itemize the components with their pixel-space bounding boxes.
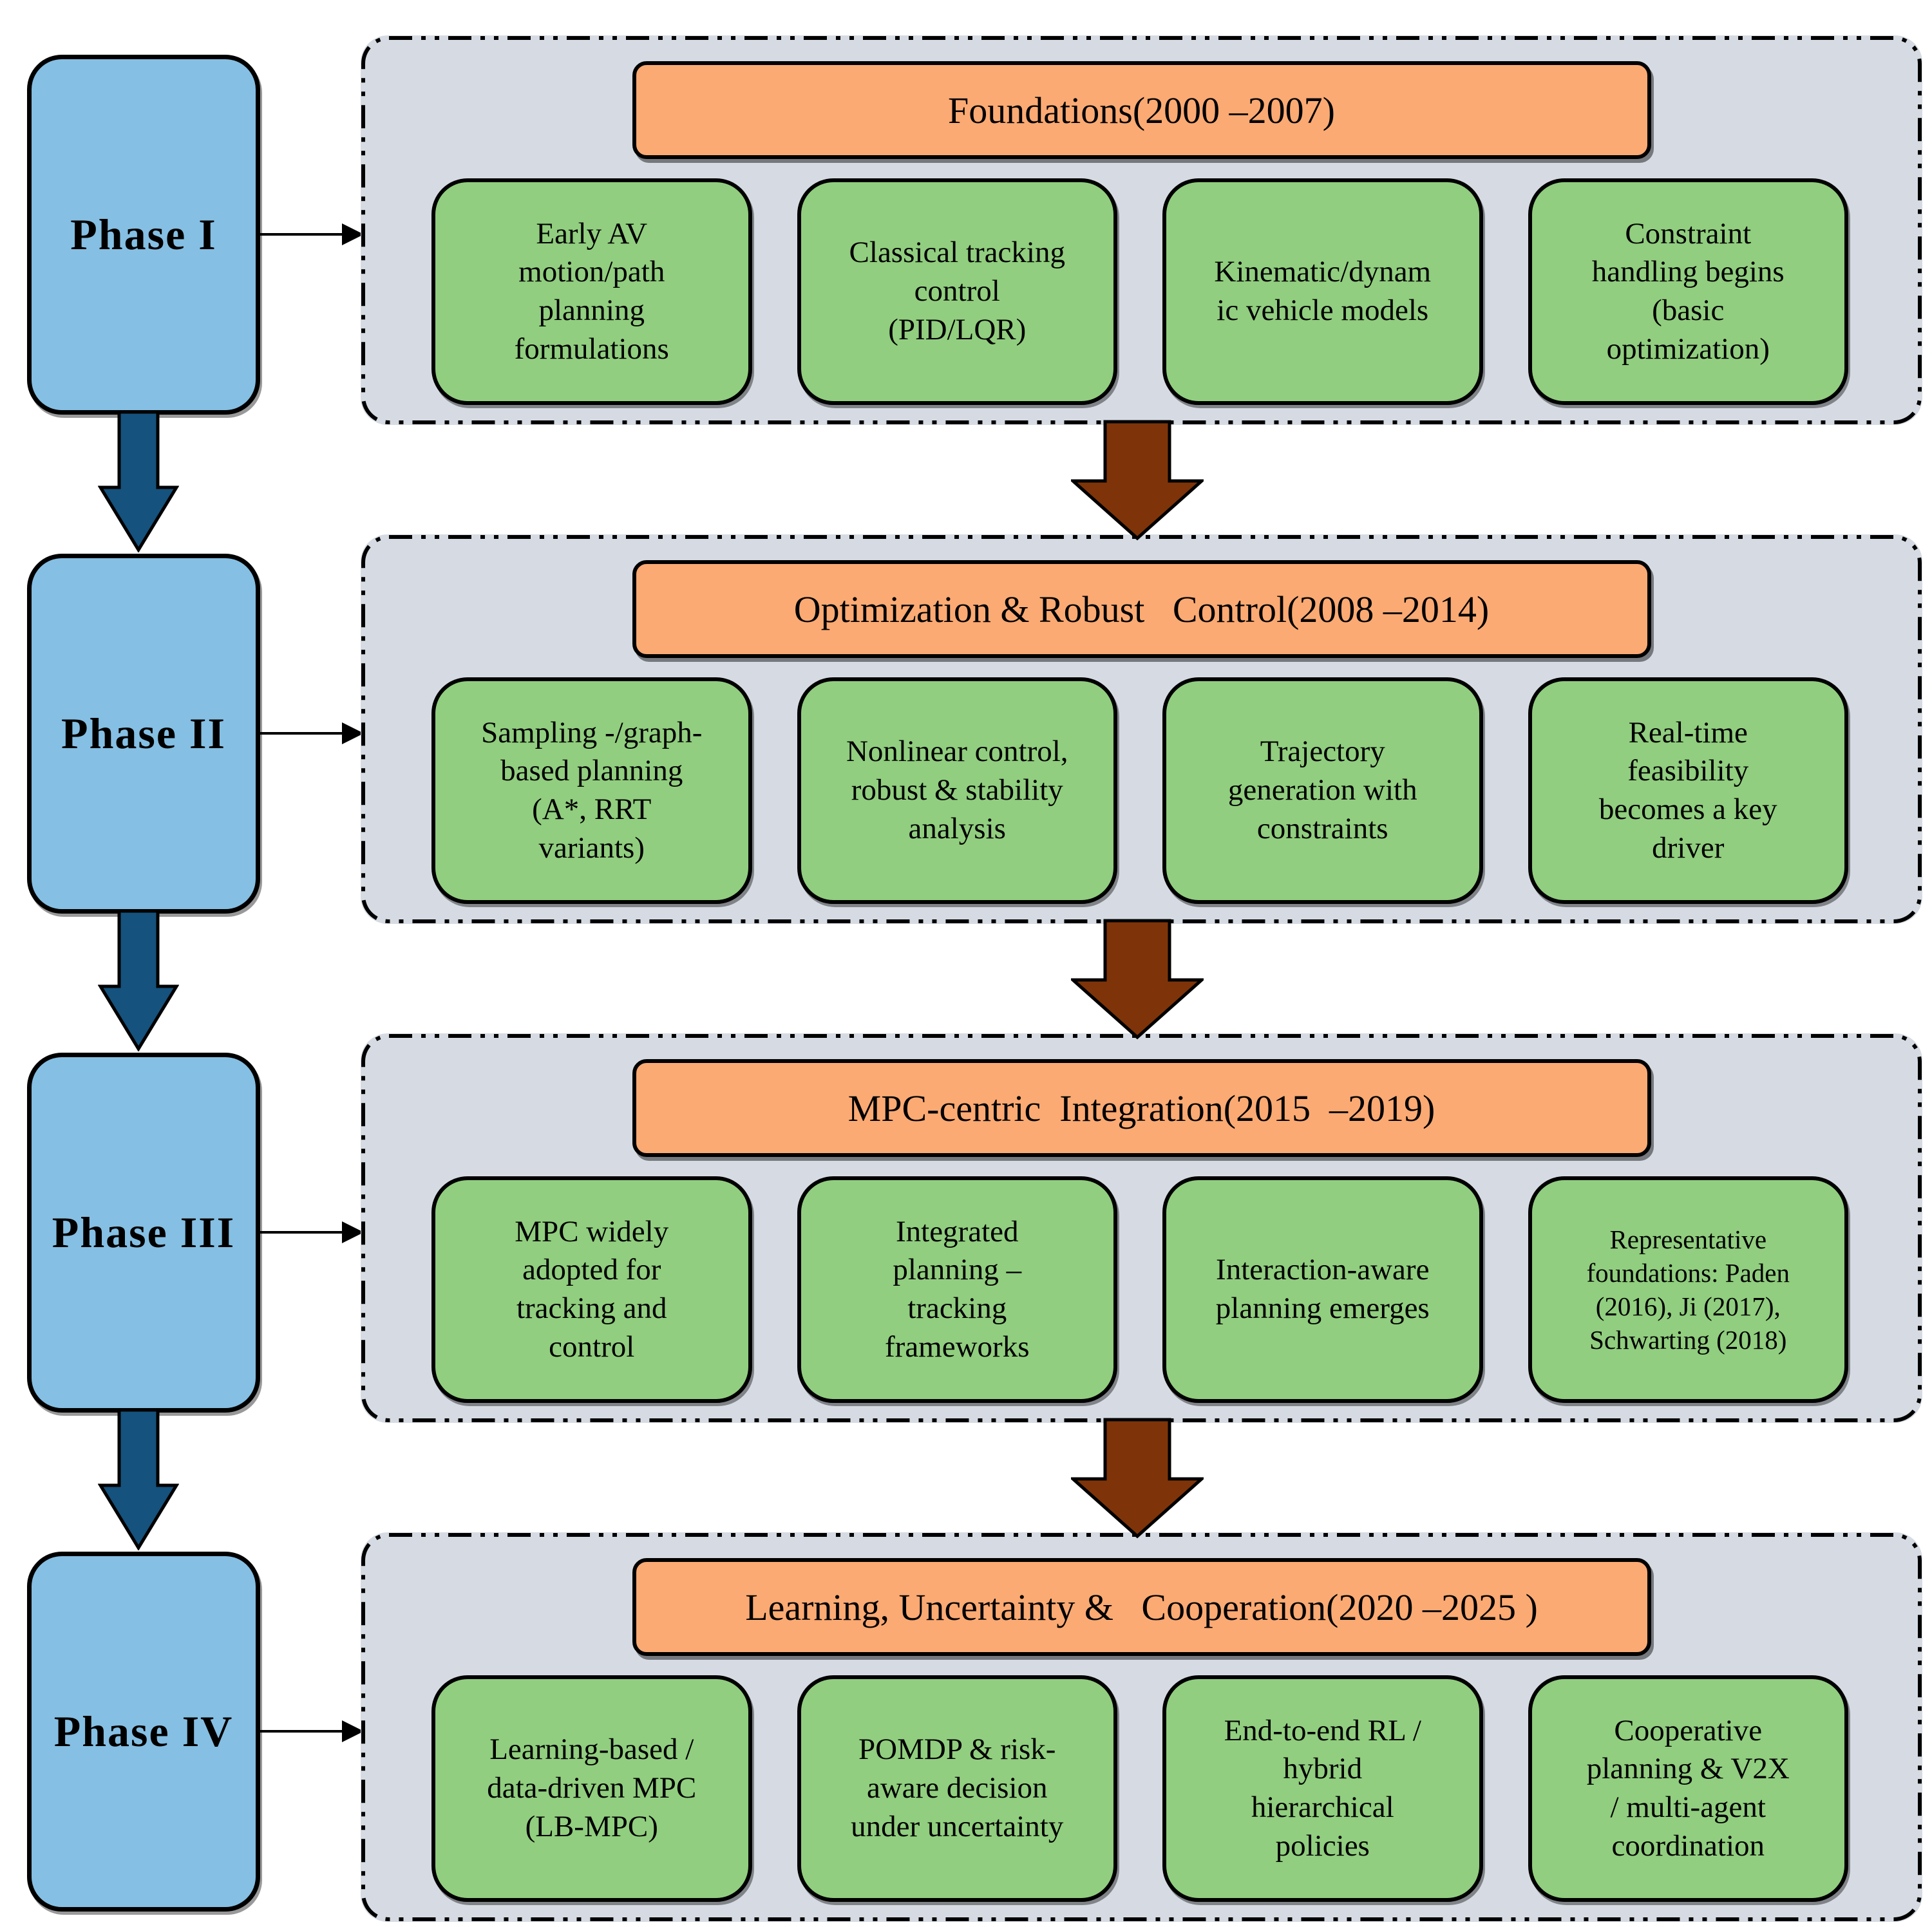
right-arrow-icon <box>260 722 364 744</box>
panel-down-arrow-icon <box>1071 919 1204 1040</box>
era-header-banner: MPC-centric Integration(2015 –2019) <box>632 1059 1651 1157</box>
milestone-box: Early AV motion/path planning formulatio… <box>431 178 752 405</box>
phase-label: Phase III <box>52 1208 236 1257</box>
phase-section-2: Phase II Optimization & Robust Control(2… <box>0 534 1932 1051</box>
timeline-panel: Learning, Uncertainty & Cooperation(2020… <box>361 1532 1922 1922</box>
milestone-box: Real-time feasibility becomes a key driv… <box>1528 677 1848 904</box>
phase-section-4: Phase IV Learning, Uncertainty & Coopera… <box>0 1532 1932 1922</box>
phase-label: Phase IV <box>53 1707 234 1756</box>
milestone-box: Constraint handling begins (basic optimi… <box>1528 178 1848 405</box>
right-arrow-icon <box>260 1221 364 1243</box>
milestone-box: Sampling -/graph- based planning (A*, RR… <box>431 677 752 904</box>
phase-section-1: Phase I Foundations(2000 –2007) Early AV… <box>0 35 1932 552</box>
panel-down-arrow-icon <box>1071 1418 1204 1539</box>
milestone-box: Kinematic/dynam ic vehicle models <box>1162 178 1483 405</box>
right-arrow-icon <box>260 1720 364 1742</box>
right-arrow-icon <box>260 223 364 245</box>
milestone-box: End-to-end RL / hybrid hierarchical poli… <box>1162 1675 1483 1902</box>
timeline-panel: Optimization & Robust Control(2008 –2014… <box>361 534 1922 924</box>
phase-box: Phase III <box>27 1053 260 1413</box>
phase-box: Phase II <box>27 554 260 914</box>
milestone-box: Integrated planning – tracking framework… <box>797 1176 1117 1403</box>
phase-section-3: Phase III MPC-centric Integration(2015 –… <box>0 1033 1932 1550</box>
milestone-box: Nonlinear control, robust & stability an… <box>797 677 1117 904</box>
milestone-box: Representative foundations: Paden (2016)… <box>1528 1176 1848 1403</box>
milestone-row: Sampling -/graph- based planning (A*, RR… <box>431 677 1848 904</box>
milestone-box: Interaction-aware planning emerges <box>1162 1176 1483 1403</box>
milestone-box: Classical tracking control (PID/LQR) <box>797 178 1117 405</box>
milestone-box: MPC widely adopted for tracking and cont… <box>431 1176 752 1403</box>
panel-dashed-border <box>361 1533 1922 1921</box>
milestone-box: Trajectory generation with constraints <box>1162 677 1483 904</box>
phase-down-arrow-icon <box>98 410 179 552</box>
milestone-box: POMDP & risk- aware decision under uncer… <box>797 1675 1117 1902</box>
era-header-banner: Learning, Uncertainty & Cooperation(2020… <box>632 1558 1651 1656</box>
milestone-row: MPC widely adopted for tracking and cont… <box>431 1176 1848 1403</box>
panel-down-arrow-icon <box>1071 420 1204 541</box>
milestone-row: Early AV motion/path planning formulatio… <box>431 178 1848 405</box>
phase-box: Phase I <box>27 55 260 415</box>
phase-label: Phase II <box>61 709 226 758</box>
era-header-banner: Foundations(2000 –2007) <box>632 61 1651 159</box>
milestone-box: Cooperative planning & V2X / multi-agent… <box>1528 1675 1848 1902</box>
phase-down-arrow-icon <box>98 1408 179 1550</box>
milestone-box: Learning-based / data-driven MPC (LB-MPC… <box>431 1675 752 1902</box>
phase-down-arrow-icon <box>98 909 179 1051</box>
phase-box: Phase IV <box>27 1552 260 1912</box>
era-header-banner: Optimization & Robust Control(2008 –2014… <box>632 560 1651 658</box>
phase-label: Phase I <box>70 210 217 259</box>
timeline-panel: Foundations(2000 –2007) Early AV motion/… <box>361 35 1922 425</box>
timeline-panel: MPC-centric Integration(2015 –2019) MPC … <box>361 1033 1922 1423</box>
milestone-row: Learning-based / data-driven MPC (LB-MPC… <box>431 1675 1848 1902</box>
